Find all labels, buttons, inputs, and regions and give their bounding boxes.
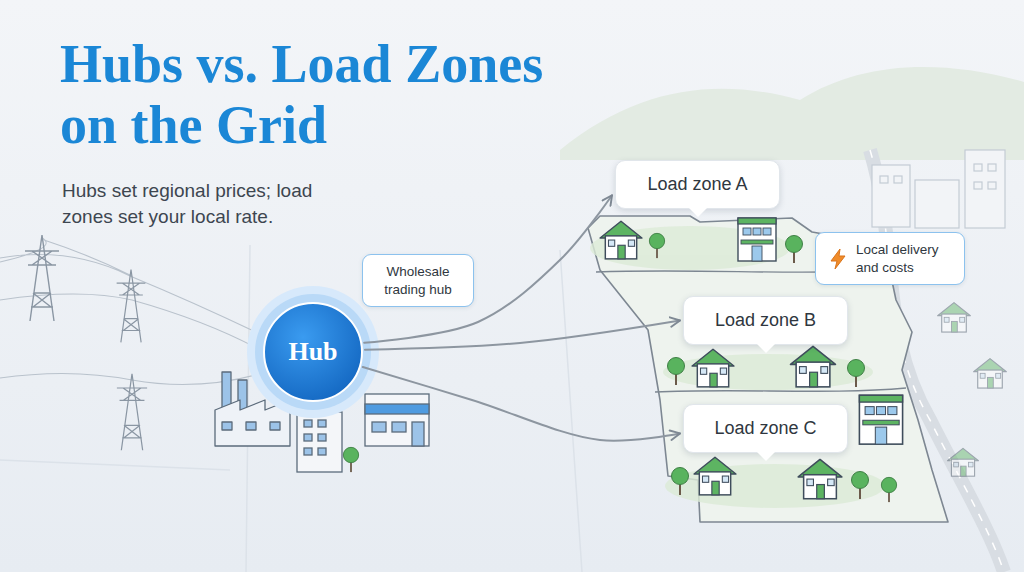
shop-building: [859, 395, 902, 444]
load-zone-box: Load zone C: [683, 404, 848, 453]
house: [798, 459, 842, 498]
distant-houses: [938, 303, 1007, 477]
tree: [852, 472, 869, 500]
city-buildings: [915, 180, 959, 228]
distant-houses: [938, 303, 971, 332]
tree: [848, 360, 865, 388]
lightning-icon: [828, 248, 848, 270]
office-building: [318, 434, 326, 441]
hub-glow: [247, 286, 379, 418]
cost-callout: Local delivery and costs: [815, 232, 965, 285]
tree: [343, 447, 358, 472]
load-zone-box: Load zone A: [615, 160, 780, 209]
city-buildings: [988, 164, 996, 171]
city-buildings: [974, 164, 982, 171]
factory: [270, 422, 280, 430]
office-building: [318, 420, 326, 427]
city-buildings: [974, 182, 982, 189]
city-buildings: [988, 182, 996, 189]
node-label: Local delivery and costs: [856, 241, 954, 276]
factory: [246, 422, 256, 430]
office-building: [304, 420, 312, 427]
hills: [560, 67, 1024, 160]
office-building: [304, 434, 312, 441]
node-label: Load zone C: [706, 418, 825, 439]
tree: [668, 358, 685, 386]
office-building: [412, 422, 424, 446]
shop-building: [738, 218, 776, 261]
node-label: Load zone B: [706, 310, 825, 331]
hub-disc: [264, 303, 362, 401]
lightning-shape: [831, 249, 845, 269]
house: [692, 349, 734, 387]
city-buildings: [872, 165, 910, 227]
office-building: [372, 422, 386, 432]
tree: [649, 233, 664, 258]
office-building: [365, 394, 429, 446]
node-label: Wholesale trading hub: [373, 263, 463, 298]
zone-border: [596, 270, 906, 392]
distant-houses: [948, 448, 979, 476]
city-buildings: [880, 176, 888, 183]
office-building: [318, 448, 326, 455]
city-buildings: [872, 150, 1005, 228]
city-buildings: [965, 150, 1005, 228]
flow-arrow: [363, 367, 680, 441]
hub-callout: Wholesale trading hub: [362, 254, 474, 307]
power-tower: [25, 235, 59, 321]
diagram-caption: Hubs set regional prices; load zones set…: [62, 178, 362, 229]
office-building: [297, 412, 342, 472]
city-buildings: [894, 176, 902, 183]
office-building: [365, 404, 429, 414]
diagram-title: Hubs vs. Load Zones on the Grid: [60, 34, 590, 156]
tree: [672, 468, 689, 496]
house: [600, 221, 642, 259]
hub-glow: [255, 294, 371, 410]
power-tower: [117, 270, 146, 343]
load-zone-box: Load zone B: [683, 296, 848, 345]
office-building: [304, 448, 312, 455]
office-building: [392, 422, 406, 432]
distant-houses: [974, 359, 1007, 388]
flow-arrow: [365, 321, 680, 350]
tree: [786, 236, 803, 264]
house: [791, 346, 836, 387]
zone-glow: [663, 354, 873, 390]
hub-circle: Hub: [263, 302, 363, 402]
node-label: Hub: [288, 337, 337, 367]
house: [694, 457, 736, 495]
factory: [222, 422, 232, 430]
node-label: Load zone A: [638, 174, 757, 195]
flow-arrow: [364, 195, 612, 342]
power-tower: [117, 374, 147, 450]
tree: [881, 477, 896, 502]
